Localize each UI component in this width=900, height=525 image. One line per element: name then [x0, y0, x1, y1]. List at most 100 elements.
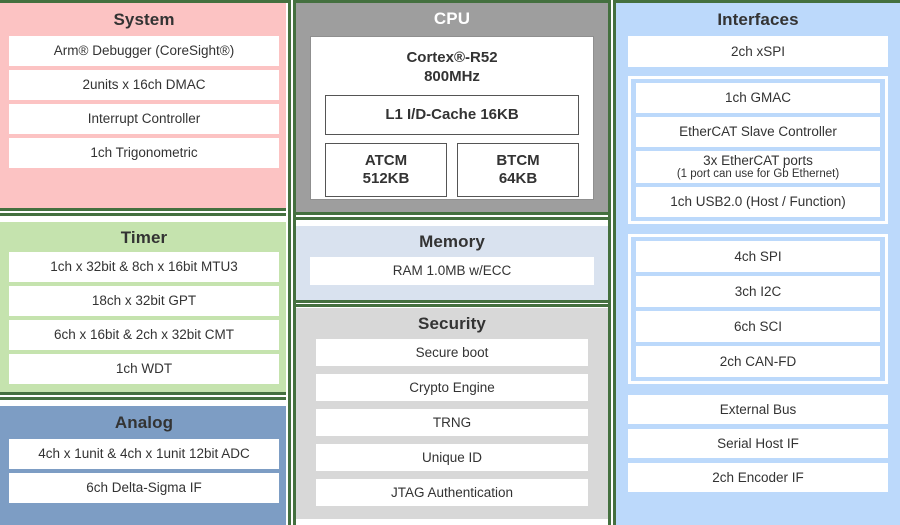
separator-col2-col3-a — [608, 0, 611, 525]
item-gpt: 18ch x 32bit GPT — [9, 286, 279, 316]
separator-memory-security-b — [288, 304, 612, 307]
item-label: Unique ID — [421, 449, 483, 465]
item-jtag-authentication: JTAG Authentication — [316, 479, 588, 506]
item-label: 1ch WDT — [115, 361, 173, 377]
item-external-bus: External Bus — [628, 395, 888, 424]
item-label: 3x EtherCAT ports — [703, 152, 813, 168]
item-delta-sigma: 6ch Delta-Sigma IF — [9, 473, 279, 503]
item-trng: TRNG — [316, 409, 588, 436]
cpu-tcm-row: ATCM 512KB BTCM 64KB — [325, 142, 579, 197]
item-label: 6ch SCI — [733, 318, 783, 334]
separator-timer-analog-b — [0, 397, 290, 400]
item-label: BTCM — [496, 152, 540, 170]
item-trigonometric: 1ch Trigonometric — [9, 138, 279, 168]
item-serial-host-if: Serial Host IF — [628, 429, 888, 458]
item-usb2: 1ch USB2.0 (Host / Function) — [636, 187, 880, 217]
item-dmac: 2units x 16ch DMAC — [9, 70, 279, 100]
separator-col2-col3-b — [613, 0, 616, 525]
item-cmt: 6ch x 16bit & 2ch x 32bit CMT — [9, 320, 279, 350]
item-label: 4ch SPI — [734, 248, 782, 264]
separator-gap-4 — [0, 400, 290, 406]
item-label: 1ch x 32bit & 8ch x 16bit MTU3 — [50, 259, 238, 275]
item-unique-id: Unique ID — [316, 444, 588, 471]
item-wdt: 1ch WDT — [9, 354, 279, 384]
item-label: 2units x 16ch DMAC — [82, 77, 206, 93]
item-ram: RAM 1.0MB w/ECC — [310, 257, 594, 285]
separator-system-timer-b — [0, 213, 290, 216]
separator-gap-2 — [0, 216, 290, 222]
item-mtu3: 1ch x 32bit & 8ch x 16bit MTU3 — [9, 252, 279, 282]
item-label: 6ch x 16bit & 2ch x 32bit CMT — [53, 327, 235, 343]
separator-gap-8 — [288, 307, 612, 308]
separator-col1-col2-b — [293, 0, 296, 525]
interfaces-group-bus: External Bus Serial Host IF 2ch Encoder … — [628, 395, 888, 492]
item-label: RAM 1.0MB w/ECC — [392, 263, 512, 279]
separator-system-timer-a — [0, 208, 290, 211]
gutter-col1 — [286, 3, 288, 525]
block-interfaces-title: Interfaces — [717, 10, 799, 29]
separator-cpu-memory-a — [288, 212, 612, 215]
block-analog-title: Analog — [114, 413, 174, 432]
block-cpu: CPU Cortex®-R52 800MHz L1 I/D-Cache 16KB… — [296, 3, 608, 212]
separator-gap-9 — [291, 0, 293, 525]
item-label: 4ch x 1unit & 4ch x 1unit 12bit ADC — [38, 446, 250, 462]
item-xspi: 2ch xSPI — [628, 36, 888, 67]
item-label: 2ch CAN-FD — [719, 353, 797, 369]
cpu-btcm: BTCM 64KB — [457, 142, 579, 197]
item-sublabel: (1 port can use for Gb Ethernet) — [676, 168, 840, 181]
item-gmac: 1ch GMAC — [636, 83, 880, 113]
cpu-core-panel: Cortex®-R52 800MHz L1 I/D-Cache 16KB ATC… — [310, 36, 594, 200]
cpu-core-name: Cortex®-R52 — [406, 49, 498, 66]
item-label: 3ch I2C — [734, 283, 782, 299]
item-label: Secure boot — [415, 344, 489, 360]
block-cpu-title: CPU — [433, 9, 471, 28]
item-label: 1ch USB2.0 (Host / Function) — [670, 194, 846, 210]
separator-gap-6 — [288, 220, 612, 226]
separator-memory-security-a — [288, 300, 612, 303]
item-label: L1 I/D-Cache 16KB — [385, 105, 519, 123]
item-can-fd: 2ch CAN-FD — [636, 346, 880, 377]
item-label: 2ch xSPI — [730, 43, 786, 59]
block-memory-items: RAM 1.0MB w/ECC — [296, 257, 608, 285]
item-encoder-if: 2ch Encoder IF — [628, 463, 888, 492]
item-label: 1ch GMAC — [724, 90, 792, 106]
block-security-items: Secure boot Crypto Engine TRNG Unique ID… — [296, 339, 608, 506]
item-label: Crypto Engine — [409, 379, 495, 395]
block-security: Security Secure boot Crypto Engine TRNG … — [296, 308, 608, 519]
block-analog-items: 4ch x 1unit & 4ch x 1unit 12bit ADC 6ch … — [0, 439, 288, 503]
cpu-core-frequency: 800MHz — [424, 67, 480, 85]
cpu-l1-cache: L1 I/D-Cache 16KB — [325, 94, 579, 135]
item-label: Arm® Debugger (CoreSight®) — [53, 43, 235, 59]
item-label: TRNG — [432, 414, 472, 430]
block-interfaces: Interfaces 2ch xSPI 1ch GMAC EtherCAT Sl… — [616, 3, 900, 525]
item-label: Serial Host IF — [717, 435, 799, 451]
separator-col1-col2-a — [288, 0, 291, 525]
separator-gap-7 — [288, 303, 612, 304]
block-memory-title: Memory — [419, 232, 485, 251]
separator-gap-5 — [288, 215, 612, 217]
item-interrupt-controller: Interrupt Controller — [9, 104, 279, 134]
item-label: EtherCAT Slave Controller — [679, 124, 837, 140]
cpu-atcm: ATCM 512KB — [325, 142, 447, 197]
separator-timer-analog-a — [0, 392, 290, 395]
interfaces-group-serial: 4ch SPI 3ch I2C 6ch SCI 2ch CAN-FD — [628, 234, 888, 384]
separator-gap-3 — [0, 395, 290, 397]
interfaces-group-network: 1ch GMAC EtherCAT Slave Controller 3x Et… — [628, 76, 888, 224]
item-label: 1ch Trigonometric — [90, 145, 198, 161]
item-crypto-engine: Crypto Engine — [316, 374, 588, 401]
item-arm-debugger: Arm® Debugger (CoreSight®) — [9, 36, 279, 66]
separator-gap-10 — [611, 0, 613, 525]
block-timer-title: Timer — [120, 228, 168, 247]
interfaces-group-xspi: 2ch xSPI — [628, 36, 888, 67]
block-memory: Memory RAM 1.0MB w/ECC — [296, 226, 608, 300]
separator-gap-1 — [0, 211, 290, 213]
block-timer: Timer 1ch x 32bit & 8ch x 16bit MTU3 18c… — [0, 222, 288, 392]
item-label: JTAG Authentication — [390, 484, 514, 500]
item-secure-boot: Secure boot — [316, 339, 588, 366]
separator-top — [0, 0, 900, 3]
item-label: ATCM — [364, 152, 408, 170]
item-size: 64KB — [498, 169, 538, 187]
item-size: 512KB — [362, 169, 410, 187]
item-sci: 6ch SCI — [636, 311, 880, 342]
